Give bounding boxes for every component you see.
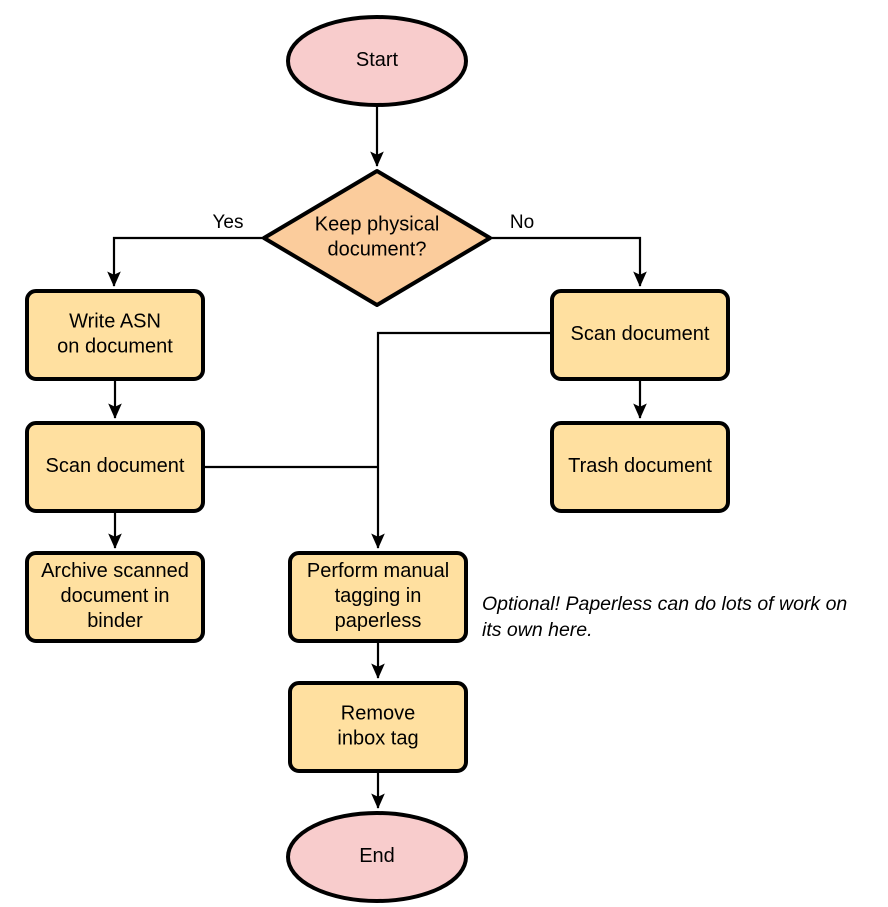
- edge-line: [371, 331, 552, 549]
- node-label-scan-left: Scan document: [46, 455, 185, 477]
- node-label-line: on document: [57, 336, 173, 358]
- node-scan-right[interactable]: Scan document: [550, 289, 730, 381]
- node-label-line: binder: [87, 610, 143, 632]
- node-keep-physical[interactable]: Keep physical document?: [262, 169, 492, 307]
- node-label-line: Keep physical: [315, 214, 440, 236]
- annotations-layer: Optional! Paperless can do lots of work …: [482, 593, 847, 641]
- node-label-line: Perform manual: [307, 560, 449, 582]
- node-manual-tagging[interactable]: Perform manual tagging in paperless: [288, 551, 468, 643]
- node-label-line: Scan document: [46, 455, 185, 477]
- edges-layer: Yes No: [107, 105, 647, 809]
- node-label-line: paperless: [335, 610, 422, 632]
- node-shape-rect: [25, 289, 205, 381]
- node-shape-diamond: [262, 169, 492, 307]
- edge-decision-yes-to-write-asn: Yes: [107, 212, 264, 287]
- node-label-line: Start: [356, 49, 399, 71]
- node-label-line: Write ASN: [69, 311, 161, 333]
- node-shape-ellipse: [286, 811, 468, 903]
- annotation-optional-note: Optional! Paperless can do lots of work …: [482, 593, 847, 641]
- node-label-line: Archive scanned: [41, 560, 189, 582]
- node-shape-rect: [288, 551, 468, 643]
- node-label-line: tagging in: [335, 585, 422, 607]
- node-remove-inbox-tag[interactable]: Remove inbox tag: [288, 681, 468, 773]
- node-archive-binder[interactable]: Archive scanned document in binder: [25, 551, 205, 643]
- edge-label-decision-no-to-scan-right: No: [510, 212, 534, 233]
- node-scan-left[interactable]: Scan document: [25, 421, 205, 513]
- node-label-archive-binder: Archive scanned document in binder: [41, 560, 189, 632]
- node-label-line: Trash document: [568, 455, 712, 477]
- node-label-manual-tagging: Perform manual tagging in paperless: [307, 560, 449, 632]
- node-shape-rect: [550, 289, 730, 381]
- annotation-line: its own here.: [482, 619, 593, 641]
- node-label-line: document in: [61, 585, 170, 607]
- node-label-trash: Trash document: [568, 455, 712, 477]
- node-label-end: End: [359, 845, 395, 867]
- node-start[interactable]: Start: [286, 15, 468, 107]
- node-shape-rect: [25, 551, 205, 643]
- node-shape-rect: [288, 681, 468, 773]
- node-label-line: Scan document: [571, 323, 710, 345]
- node-label-line: inbox tag: [337, 728, 418, 750]
- edge-decision-no-to-scan-right: No: [490, 212, 647, 287]
- node-end[interactable]: End: [286, 811, 468, 903]
- node-label-start: Start: [356, 49, 399, 71]
- node-shape-rect: [550, 421, 730, 513]
- annotation-line: Optional! Paperless can do lots of work …: [482, 593, 847, 615]
- edge-line: [490, 236, 647, 287]
- node-label-keep-physical: Keep physical document?: [315, 214, 440, 261]
- node-label-line: Remove: [341, 703, 415, 725]
- node-label-scan-right: Scan document: [571, 323, 710, 345]
- node-shape-ellipse: [286, 15, 468, 107]
- node-label-write-asn: Write ASN on document: [57, 311, 173, 358]
- node-shape-rect: [25, 421, 205, 513]
- node-write-asn[interactable]: Write ASN on document: [25, 289, 205, 381]
- node-trash[interactable]: Trash document: [550, 421, 730, 513]
- edge-scan-right-to-manual-tagging: [371, 331, 552, 549]
- node-label-line: End: [359, 845, 395, 867]
- node-label-line: document?: [328, 239, 427, 261]
- edge-label-decision-yes-to-write-asn: Yes: [213, 212, 244, 233]
- edge-line: [107, 236, 264, 287]
- node-label-remove-inbox-tag: Remove inbox tag: [337, 703, 418, 750]
